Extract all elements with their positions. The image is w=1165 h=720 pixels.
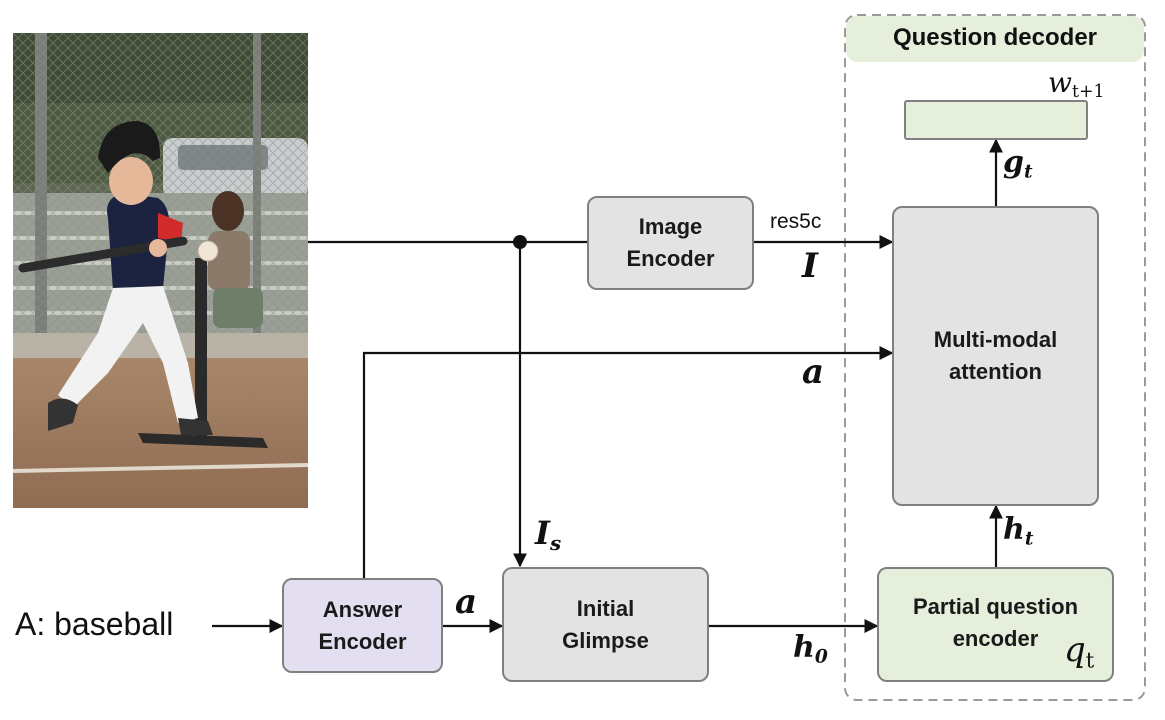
res5c-label: res5c xyxy=(770,210,822,233)
question-decoder-title-bg xyxy=(846,16,1144,62)
Is-label: Is xyxy=(535,514,562,555)
image-encoder-block: Image Encoder xyxy=(587,196,754,290)
answer-encoder-block: Answer Encoder xyxy=(282,578,443,673)
answer-input-text: A: baseball xyxy=(15,606,174,642)
partial-question-encoder-block: Partial question encoder xyxy=(877,567,1114,682)
output-word-label: wt+1 xyxy=(1048,66,1105,103)
h0-label: h0 xyxy=(793,630,828,668)
a-label-top: a xyxy=(802,352,825,392)
question-decoder-container xyxy=(844,14,1146,701)
qt-label: qt xyxy=(1064,630,1095,673)
ht-label: ht xyxy=(1003,512,1034,550)
multimodal-attention-block: Multi-modal attention xyxy=(892,206,1099,506)
answer-to-attention-arrow xyxy=(362,346,894,578)
baseball-batter-illustration xyxy=(13,33,308,508)
I-label: I xyxy=(802,246,818,286)
question-decoder-title: Question decoder xyxy=(892,24,1098,51)
output-word-box xyxy=(904,100,1088,140)
initial-glimpse-block: Initial Glimpse xyxy=(502,567,709,682)
a-label-bottom: a xyxy=(455,582,478,622)
baseball-photo xyxy=(13,33,308,508)
gt-label: gt xyxy=(1003,145,1033,183)
